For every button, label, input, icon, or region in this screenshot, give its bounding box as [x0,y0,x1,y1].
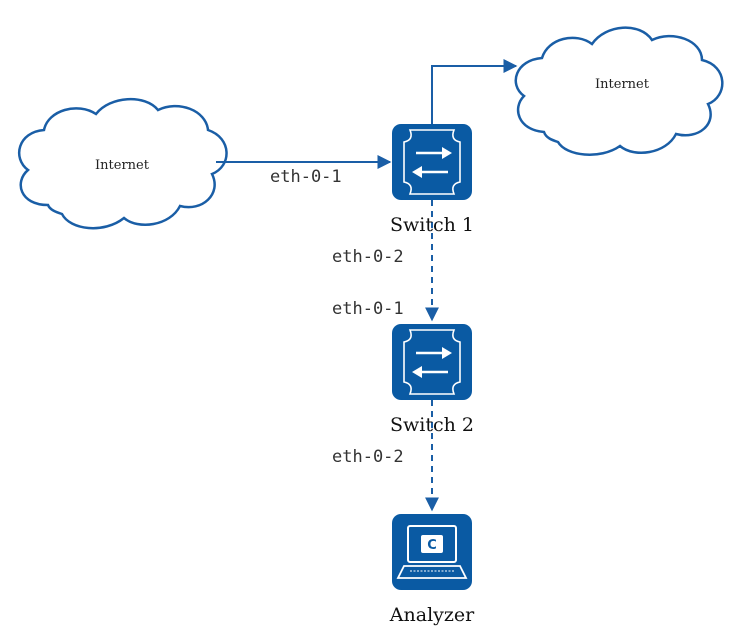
port-label-sw2-out: eth-0-2 [332,447,404,467]
port-label-sw2-in: eth-0-1 [332,299,404,319]
cloud-internet-left: Internet [18,97,228,230]
analyzer: C Analyzer [389,514,475,626]
cloud-label: Internet [95,158,150,173]
analyzer-label: Analyzer [389,604,475,626]
switch-1: Switch 1 [390,124,474,236]
link-switch1-to-internet [431,59,518,124]
switch-icon [392,324,472,400]
screen-glyph: C [427,538,437,553]
cloud-label: Internet [595,77,650,92]
port-label-sw1-in: eth-0-1 [270,167,342,187]
switch-label: Switch 2 [390,414,474,436]
switch-label: Switch 1 [390,214,474,236]
port-label-sw1-out: eth-0-2 [332,247,404,267]
switch-2: Switch 2 [390,324,474,436]
cloud-internet-right: Internet [514,26,724,156]
cloud-icon [18,97,228,230]
cloud-icon [514,26,724,156]
switch-icon [392,124,472,200]
